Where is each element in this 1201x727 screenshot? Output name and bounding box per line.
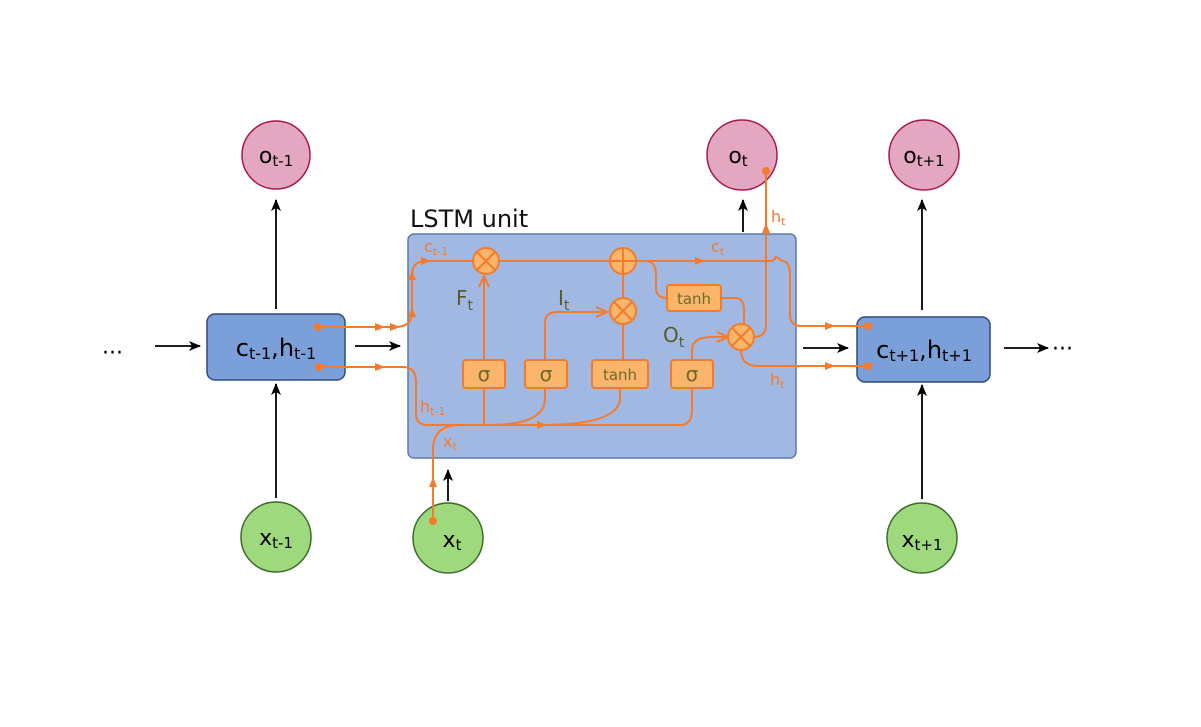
input-node-next	[886, 502, 958, 574]
cell-tanh-label: tanh	[677, 290, 711, 308]
state-label-next: ct+1,ht+1	[876, 336, 972, 365]
dot-x-curr	[429, 517, 437, 525]
wire-bus-input	[489, 388, 546, 426]
wire-bus-candidate	[539, 388, 621, 426]
input-label-next: xt+1	[901, 528, 942, 554]
input-label-curr: xt	[443, 528, 462, 554]
gate-forget: σ	[462, 359, 506, 389]
wire-label-c-curr: ct	[711, 237, 725, 258]
input-label-prev: xxt-1	[259, 526, 293, 552]
dot-h-next	[864, 362, 872, 370]
gate-output: σ	[670, 359, 714, 389]
wire-input-to-mult	[544, 312, 607, 360]
cell-tanh: tanh	[666, 284, 722, 312]
forget-signal-label: Ft	[456, 286, 474, 314]
output-node-curr	[706, 119, 778, 191]
wire-cell-tanh-to-mult	[721, 297, 745, 325]
wire-output-to-mult	[691, 337, 728, 360]
dot-c-next	[864, 322, 872, 330]
dot-c-prev	[314, 323, 322, 331]
wire-h-out-right	[740, 349, 868, 367]
gate-input-label: σ	[540, 362, 553, 386]
lstm-unit-title: LSTM unit	[410, 205, 528, 233]
gate-candidate: tanh	[591, 359, 649, 389]
wire-label-h-out-top: ht	[771, 207, 786, 228]
wire-endpoints	[314, 167, 872, 525]
output-label-prev: ot-1	[259, 144, 293, 170]
dot-h-prev	[315, 363, 323, 371]
wire-label-h-prev: ht-1	[420, 397, 445, 418]
state-box-next	[856, 316, 991, 383]
wire-c-curr	[635, 256, 868, 327]
output-signal-label: Ot	[663, 323, 685, 351]
gate-output-label: σ	[686, 362, 699, 386]
input-node-prev	[240, 501, 312, 573]
wire-label-h-out-right: ht	[770, 370, 785, 391]
wire-h-out-top	[753, 172, 767, 338]
output-label-curr: ot	[728, 144, 747, 170]
ellipsis-right: ···	[1052, 337, 1073, 362]
gate-input: σ	[524, 359, 568, 389]
input-signal-label: It	[558, 286, 570, 314]
op-output-multiply	[727, 323, 755, 351]
ellipsis-left: ···	[102, 341, 123, 366]
black-arrows	[155, 199, 1049, 501]
wire-bus-output	[600, 388, 693, 426]
dot-o-curr	[762, 167, 770, 175]
wire-label-x-curr: xt	[443, 432, 457, 453]
wire-c-to-cell-tanh	[644, 260, 669, 299]
state-box-prev	[206, 313, 346, 381]
state-label-prev: ct-1,ht-1	[236, 334, 317, 363]
output-node-prev	[241, 120, 311, 190]
op-input-multiply	[609, 297, 637, 325]
op-forget-multiply	[472, 247, 500, 275]
wire-c-prev	[318, 257, 474, 332]
wire-x-curr	[432, 424, 461, 520]
orange-wires	[318, 172, 868, 520]
wire-label-c-prev: ct-1	[424, 237, 448, 258]
output-label-next: ot+1	[903, 144, 944, 170]
wire-h-prev	[318, 366, 680, 426]
gate-forget-label: σ	[478, 362, 491, 386]
gate-candidate-label: tanh	[603, 366, 637, 384]
op-cell-add	[609, 247, 637, 275]
output-node-next	[888, 119, 960, 191]
